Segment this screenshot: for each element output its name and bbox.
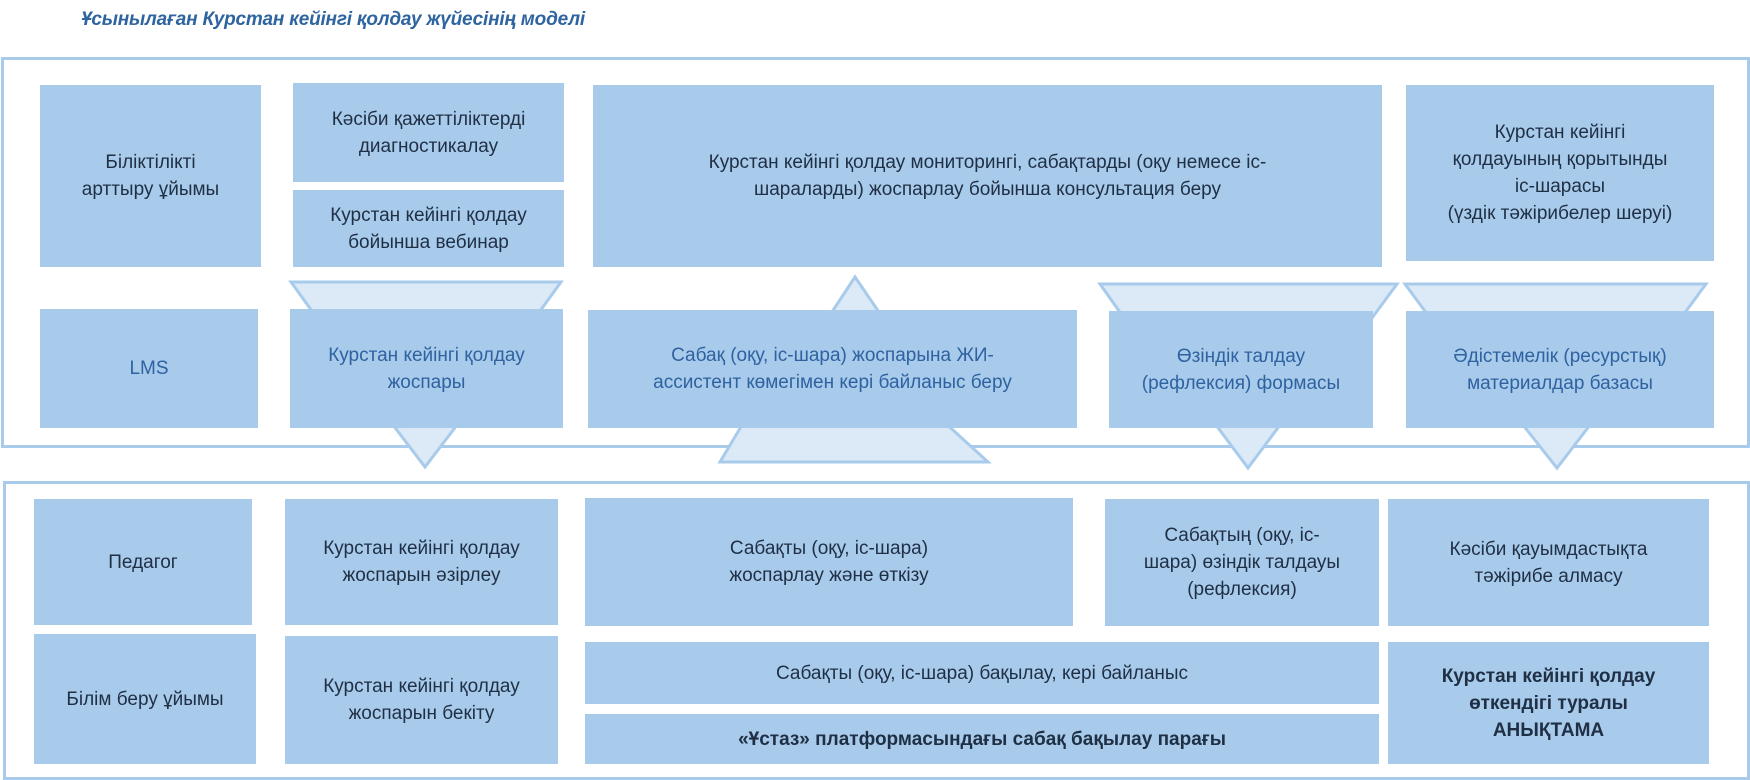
box-label: Сабақтың (оқу, іс- шара) өзіндік талдауы… xyxy=(1143,525,1341,600)
box-label: Курстан кейінгі қолдау өткендігі туралы … xyxy=(1441,665,1656,741)
certificate-box: Курстан кейінгі қолдау өткендігі туралы … xyxy=(1388,642,1709,764)
actor-label: Біліктілікті арттыру ұйымы xyxy=(81,152,220,200)
observation-sheet-box: «Ұстаз» платформасындағы сабақ бақылау п… xyxy=(585,714,1379,764)
diagram-title: Ұсынылаған Курстан кейінгі қолдау жүйесі… xyxy=(81,9,585,30)
reflection-form-box: Өзіндік талдау (рефлексия) формасы xyxy=(1109,311,1373,428)
materials-base-box: Әдістемелік (ресурстық) материалдар база… xyxy=(1406,311,1714,428)
develop-plan-box: Курстан кейінгі қолдау жоспарын әзірлеу xyxy=(285,499,558,625)
actor-teacher: Педагог xyxy=(34,499,252,625)
actor-label: Педагог xyxy=(108,551,178,573)
box-label: Сабақты (оқу, іс-шара) бақылау, кері бай… xyxy=(775,662,1189,684)
box-label: Курстан кейінгі қолдау бойынша вебинар xyxy=(330,204,527,253)
box-label: Курстан кейінгі қолдауының қорытынды іс-… xyxy=(1447,122,1673,224)
box-label: Өзіндік талдау (рефлексия) формасы xyxy=(1141,345,1341,394)
experience-exchange-box: Кәсіби қауымдастықта тәжірибе алмасу xyxy=(1388,499,1709,626)
box-label: Курстан кейінгі қолдау жоспарын бекіту xyxy=(323,676,520,724)
box-label: Кәсіби қажеттіліктерді диагностикалау xyxy=(331,108,526,157)
actor-label: Білім беру ұйымы xyxy=(66,688,224,710)
box-label: Курстан кейінгі қолдау жоспары xyxy=(328,344,525,393)
observation-feedback-box: Сабақты (оқу, іс-шара) бақылау, кері бай… xyxy=(585,642,1379,704)
support-plan-box: Курстан кейінгі қолдау жоспары xyxy=(290,309,563,428)
box-label: Сабақ (оқу, іс-шара) жоспарына ЖИ- ассис… xyxy=(653,345,1012,393)
box-label: «Ұстаз» платформасындағы сабақ бақылау п… xyxy=(738,728,1226,750)
box-label: Кәсіби қауымдастықта тәжірибе алмасу xyxy=(1449,538,1648,587)
final-event-box: Курстан кейінгі қолдауының қорытынды іс-… xyxy=(1406,85,1714,261)
box-label: Курстан кейінгі қолдау мониторингі, саба… xyxy=(708,152,1267,200)
monitoring-consultation-box: Курстан кейінгі қолдау мониторингі, саба… xyxy=(593,85,1382,267)
approve-plan-box: Курстан кейінгі қолдау жоспарын бекіту xyxy=(285,636,558,764)
box-label: Курстан кейінгі қолдау жоспарын әзірлеу xyxy=(323,538,520,586)
actor-lms: LMS xyxy=(40,309,258,428)
webinar-box: Курстан кейінгі қолдау бойынша вебинар xyxy=(293,190,564,267)
plan-and-conduct-box: Сабақты (оқу, іс-шара) жоспарлау және өт… xyxy=(585,498,1073,626)
needs-diagnostics-box: Кәсіби қажеттіліктерді диагностикалау xyxy=(293,83,564,182)
actor-education-org: Білім беру ұйымы xyxy=(34,634,256,764)
self-analysis-box: Сабақтың (оқу, іс- шара) өзіндік талдауы… xyxy=(1105,499,1379,626)
ai-feedback-box: Сабақ (оқу, іс-шара) жоспарына ЖИ- ассис… xyxy=(588,310,1077,428)
box-label: Сабақты (оқу, іс-шара) жоспарлау және өт… xyxy=(729,538,929,586)
actor-label: LMS xyxy=(129,358,169,379)
actor-qualification-org: Біліктілікті арттыру ұйымы xyxy=(40,85,261,267)
box-label: Әдістемелік (ресурстық) материалдар база… xyxy=(1453,345,1667,394)
